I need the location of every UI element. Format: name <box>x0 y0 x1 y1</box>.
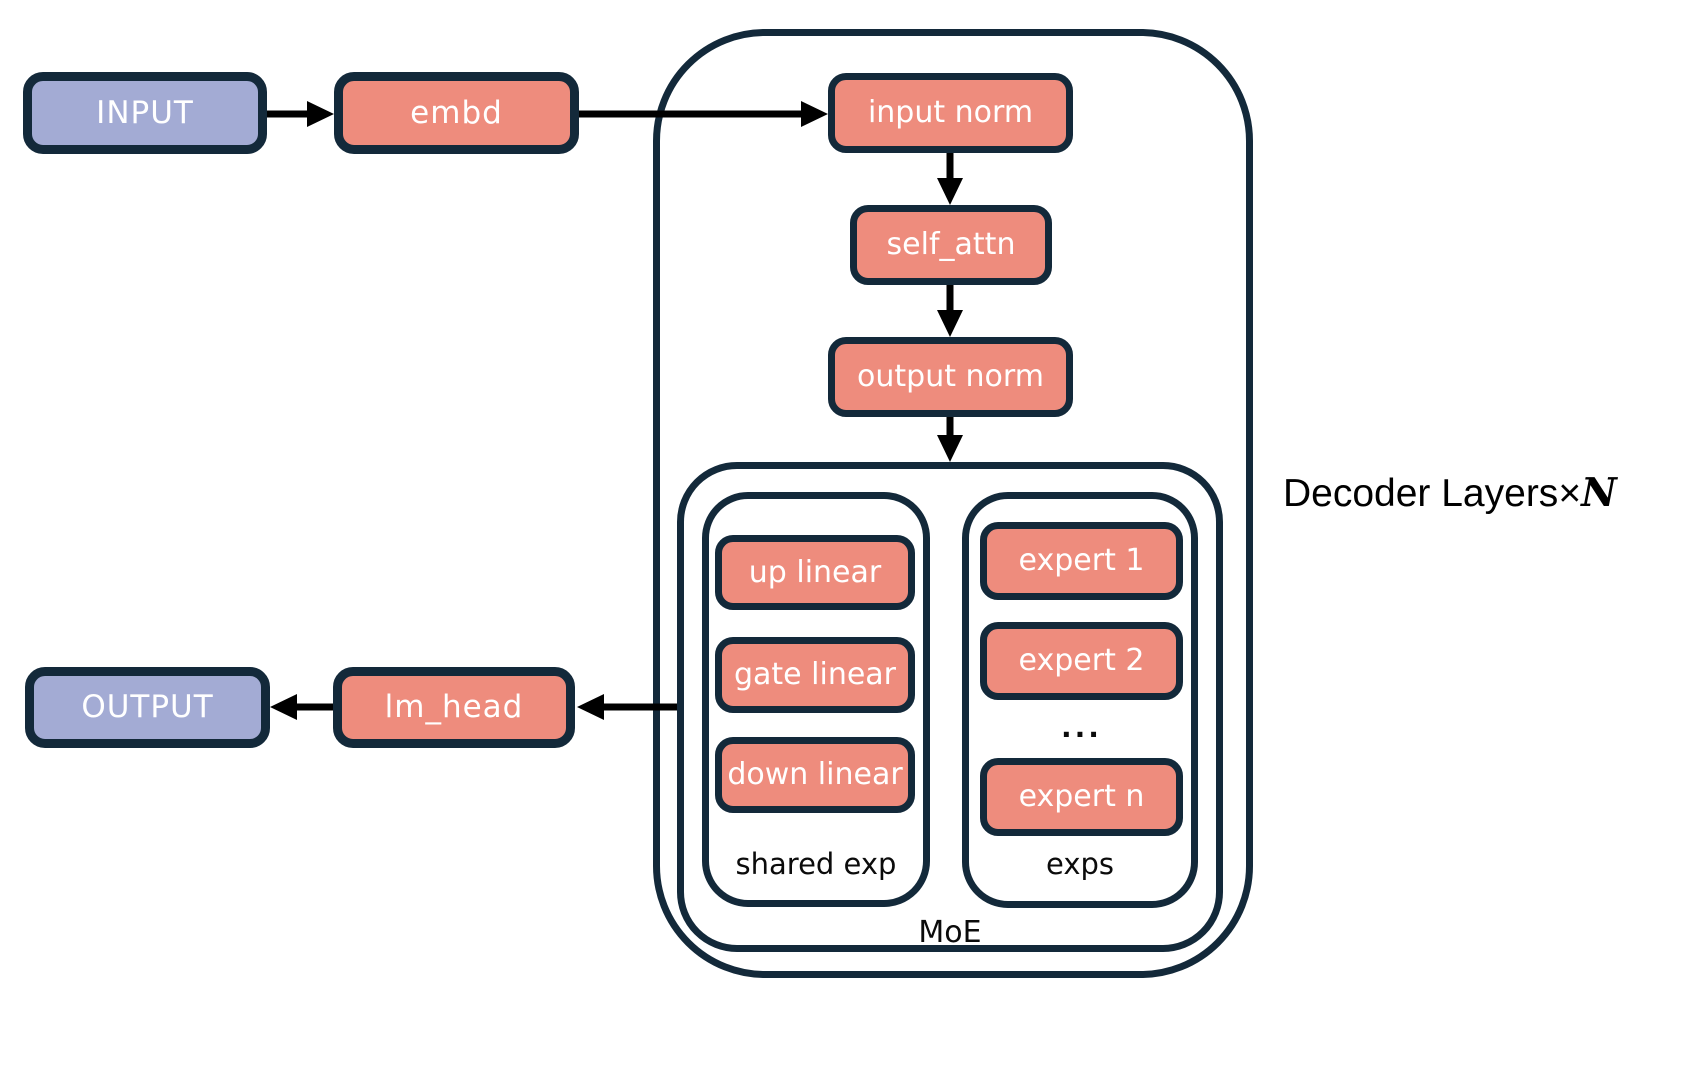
decoder-layers-text: Decoder Layers <box>1283 472 1559 515</box>
moe-label: MoE <box>918 915 982 950</box>
node-input-norm: input norm <box>828 73 1073 153</box>
node-output-label: OUTPUT <box>81 689 214 725</box>
node-expert-1: expert 1 <box>980 522 1183 600</box>
exps-label: exps <box>1045 847 1114 881</box>
moe-container <box>677 462 1223 952</box>
node-lm-head-label: lm_head <box>384 689 524 725</box>
node-up-linear-label: up linear <box>748 554 882 590</box>
node-up-linear: up linear <box>715 535 915 610</box>
node-down-linear: down linear <box>715 737 915 813</box>
node-output-norm-label: output norm <box>857 359 1044 394</box>
node-lm-head: lm_head <box>333 667 575 748</box>
shared-exp-label: shared exp <box>735 847 897 881</box>
node-gate-linear: gate linear <box>715 637 915 713</box>
node-input: INPUT <box>23 72 267 154</box>
node-input-label: INPUT <box>96 94 194 131</box>
layer-count-symbol: N <box>1581 470 1617 516</box>
node-expert-1-label: expert 1 <box>1018 543 1145 578</box>
node-expert-2: expert 2 <box>980 622 1183 700</box>
node-down-linear-label: down linear <box>727 757 903 792</box>
exps-container <box>962 492 1198 908</box>
node-gate-linear-label: gate linear <box>733 657 897 692</box>
node-output: OUTPUT <box>25 667 270 748</box>
node-input-norm-label: input norm <box>867 95 1034 130</box>
node-expert-n-label: expert n <box>1018 779 1145 814</box>
node-expert-2-label: expert 2 <box>1018 643 1145 678</box>
decoder-layers-label: Decoder Layers×N <box>1283 472 1617 515</box>
arrow-input-to-embd <box>267 101 334 127</box>
multiply-sign: × <box>1558 472 1582 515</box>
node-self-attn-label: self_attn <box>886 227 1016 262</box>
node-output-norm: output norm <box>828 337 1073 417</box>
shared-exp-container <box>702 492 930 907</box>
node-expert-n: expert n <box>980 758 1183 836</box>
node-embd: embd <box>334 72 579 154</box>
arrow-lm-head-to-output <box>270 694 333 720</box>
decoder-container <box>653 29 1253 978</box>
node-self-attn: self_attn <box>850 205 1052 285</box>
experts-ellipsis: ... <box>1061 711 1102 744</box>
node-embd-label: embd <box>410 94 503 131</box>
